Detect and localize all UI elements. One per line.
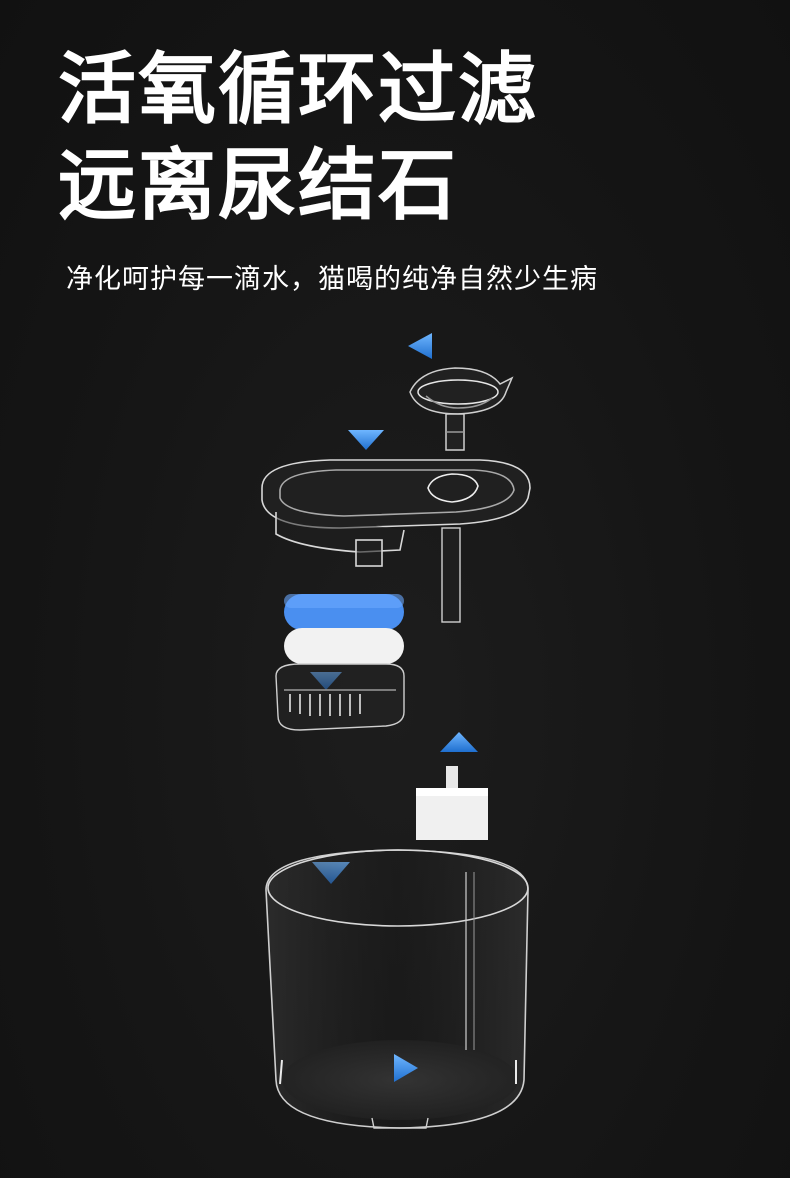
flow-arrow-down-icon-1 xyxy=(348,430,384,450)
filter-blue-sponge xyxy=(284,594,404,630)
left-flow-lines-upper xyxy=(345,378,387,470)
flow-arrow-left-icon xyxy=(408,333,432,359)
flow-arrow-up-icon xyxy=(440,732,478,752)
filter-white-sponge xyxy=(284,628,404,664)
pump-motor xyxy=(416,766,488,840)
lid-tray xyxy=(261,459,531,567)
filter-basket xyxy=(275,663,405,731)
headline: 活氧循环过滤 远离尿结石 xyxy=(58,42,538,234)
pump-outlet-nozzle xyxy=(409,367,514,451)
headline-line-1: 活氧循环过滤 xyxy=(58,45,539,135)
water-tank xyxy=(265,849,529,1129)
pump-tube xyxy=(441,527,461,623)
subtitle: 净化呵护每一滴水，猫喝的纯净自然少生病 xyxy=(66,264,598,295)
flow-arrow-right-icon xyxy=(394,1054,418,1082)
headline-line-2: 远离尿结石 xyxy=(58,141,459,231)
